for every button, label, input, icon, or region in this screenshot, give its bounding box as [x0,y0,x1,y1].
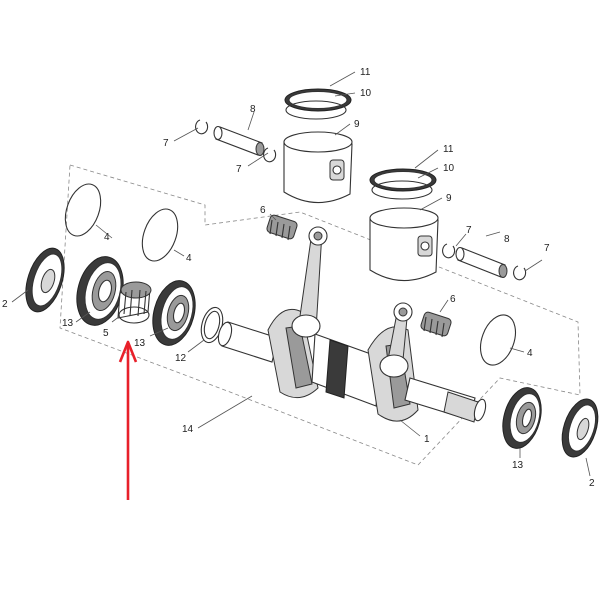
o-ring-4-right [479,314,517,366]
piston-9-b [369,207,439,282]
callout-2-left: 2 [2,299,8,310]
piston-ring-10 [285,100,347,120]
callout-1: 1 [424,434,430,445]
callout-4-right: 4 [527,348,533,359]
ball-bearing-13-mid [152,280,196,346]
callout-7-upper-left: 7 [163,138,169,149]
callout-14: 14 [182,424,194,435]
connecting-rod-upper [291,226,328,338]
piston-9 [283,131,353,204]
callout-8-lower: 8 [504,234,510,245]
circlip-7-b-right [513,265,527,281]
callout-4-left: 4 [104,232,110,243]
ball-bearing-13-left [76,256,124,326]
o-ring-4-left [64,183,102,237]
callout-11-upper: 11 [360,67,371,78]
callout-6-lower: 6 [450,294,456,305]
circlip-7-b-left [442,243,456,259]
callout-5: 5 [103,328,109,339]
circlip-7-right [263,147,277,163]
circlip-7-left [195,119,209,135]
oil-seal-2-right [561,398,599,458]
callout-2-right: 2 [589,478,595,489]
piston-assembly-lower [369,168,527,282]
leader-lines [11,71,591,477]
callout-13-right: 13 [512,460,524,471]
wrist-pin-8-b [455,246,508,278]
assembly-group-outline [59,164,581,466]
callout-9-lower: 9 [446,193,452,204]
piston-assembly-upper [195,88,353,204]
piston-ring-10-b [371,180,433,200]
callout-11-lower: 11 [443,144,454,155]
callout-7-lower-left: 7 [466,225,472,236]
callout-13-mid: 13 [134,338,146,349]
callout-7-upper-right: 7 [236,164,242,175]
connecting-rod-lower [379,302,413,378]
callout-9-upper: 9 [354,119,360,130]
o-ring-4-mid [141,208,179,262]
needle-bearing-6-upper [266,214,298,241]
callout-6-upper: 6 [260,205,266,216]
red-pointer-arrow [118,340,138,500]
wrist-pin-8 [213,125,265,156]
oil-seal-2-left [25,247,65,313]
callout-13-left: 13 [62,318,74,329]
callout-8-upper: 8 [250,104,256,115]
ball-bearing-13-right [502,387,542,449]
roller-bearing-5 [117,281,152,324]
callout-12: 12 [175,353,187,364]
needle-bearing-6-lower [420,311,452,338]
callout-10-lower: 10 [443,163,455,174]
callout-4-mid: 4 [186,253,192,264]
callout-7-lower-right: 7 [544,243,550,254]
callout-10-upper: 10 [360,88,372,99]
